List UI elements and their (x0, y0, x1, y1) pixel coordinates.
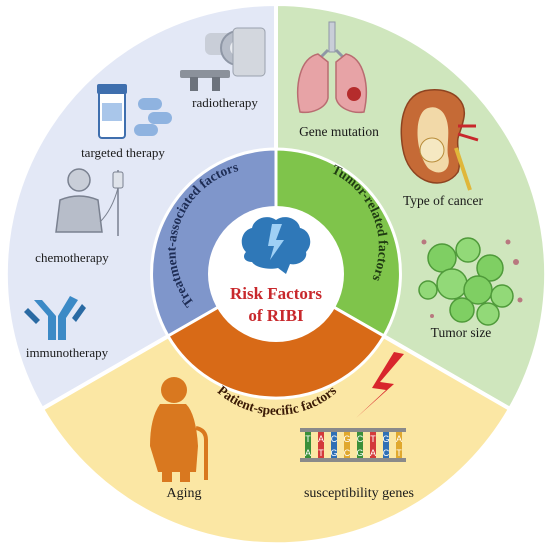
dna-base-bottom: T (396, 448, 402, 458)
immunotherapy-icon (24, 296, 86, 340)
center-title-line1: Risk Factors (230, 284, 322, 303)
dna-base-pair (344, 432, 350, 458)
susceptibility-genes-label: susceptibility genes (304, 486, 414, 501)
tumor-size-label: Tumor size (431, 325, 492, 340)
chemotherapy-label: chemotherapy (35, 250, 109, 265)
dna-base-pair (370, 432, 376, 458)
dna-base-top: G (382, 434, 389, 444)
dna-base-bottom: C (383, 448, 390, 458)
dna-base-pair (396, 432, 402, 458)
dna-base-bottom: G (330, 448, 337, 458)
dna-base-top: C (331, 434, 338, 444)
center-title-line2: of RIBI (248, 306, 304, 325)
brain-icon (241, 217, 311, 274)
dna-base-top: T (305, 434, 311, 444)
lightning-icon (356, 352, 404, 418)
dna-base-top: G (343, 434, 350, 444)
dna-base-top: C (357, 434, 364, 444)
tumor-cells-icon (418, 237, 523, 326)
targeted-therapy-label: targeted therapy (81, 145, 165, 160)
dna-base-pair (318, 432, 324, 458)
targeted-therapy-icon (97, 84, 172, 139)
radiotherapy-icon (180, 27, 266, 91)
dna-base-pair (383, 432, 389, 458)
dna-base-pair (357, 432, 363, 458)
dna-base-pair (305, 432, 311, 458)
kidney-icon (400, 89, 479, 191)
dna-base-top: A (396, 434, 402, 444)
dna-base-bottom: G (356, 448, 363, 458)
radiotherapy-label: radiotherapy (192, 95, 258, 110)
gene-mutation-label: Gene mutation (299, 124, 379, 139)
dna-base-bottom: T (318, 448, 324, 458)
dna-base-top: A (318, 434, 324, 444)
dna-base-bottom: A (370, 448, 376, 458)
chemotherapy-icon (55, 168, 124, 236)
lungs-icon (297, 21, 367, 114)
type-of-cancer-label: Type of cancer (403, 193, 484, 208)
aging-label: Aging (167, 486, 202, 501)
elderly-person-icon (150, 377, 208, 482)
immunotherapy-label: immunotherapy (26, 345, 109, 360)
dna-base-bottom: C (344, 448, 351, 458)
dna-base-bottom: A (305, 448, 311, 458)
patient-sector (39, 271, 513, 543)
dna-base-top: T (370, 434, 376, 444)
dna-base-pair (331, 432, 337, 458)
